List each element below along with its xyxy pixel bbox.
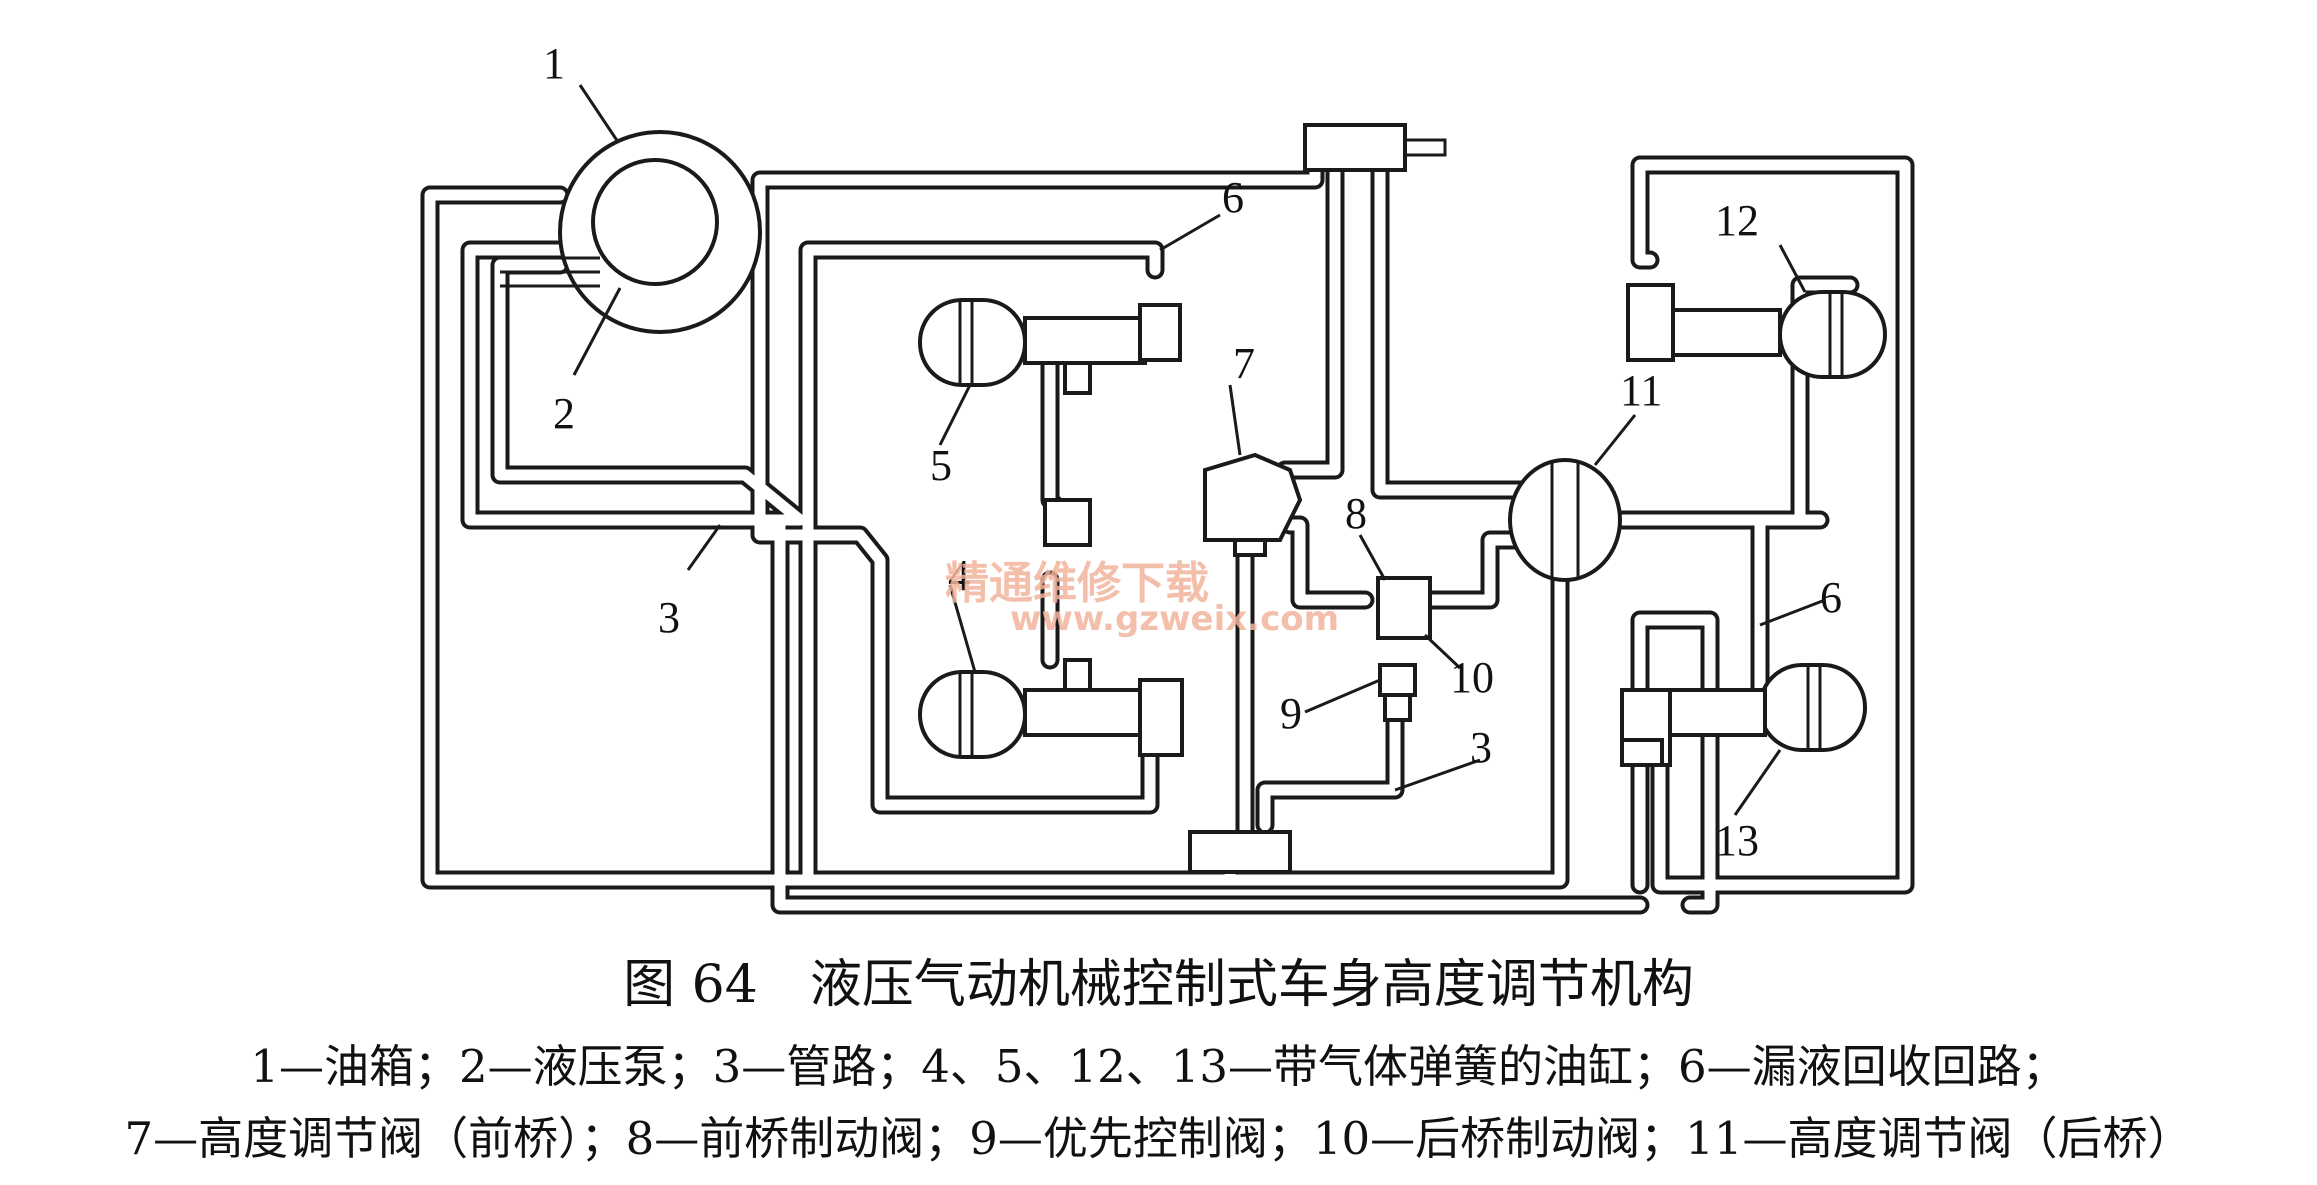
label-3-left: 3	[658, 593, 680, 642]
label-3-right: 3	[1470, 723, 1492, 772]
watermark-text: 精通维修下载	[945, 558, 1209, 609]
label-5: 5	[930, 441, 952, 490]
legend-line-2: 7—高度调节阀（前桥）；8—前桥制动阀；9—优先控制阀；10—后桥制动阀；11—…	[124, 1112, 2193, 1165]
callout-labels: 1 2 3 4 5 6 7 8 9 10 3 11 12 6 13	[543, 39, 1842, 865]
label-6-right: 6	[1820, 573, 1842, 622]
legend-line-1: 1—油箱；2—液压泵；3—管路；4、5、12、13—带气体弹簧的油缸；6—漏液回…	[250, 1040, 2067, 1093]
pipe-network	[420, 130, 1915, 915]
front-junction-block	[1043, 498, 1092, 547]
watermark: 精通维修下载 www.gzweix.com	[945, 558, 1339, 639]
height-valve-rear-11	[1508, 458, 1622, 582]
label-7: 7	[1233, 339, 1255, 388]
watermark-url: www.gzweix.com	[1010, 599, 1339, 639]
leader-lines	[572, 84, 1826, 816]
rear-left-fitting	[1620, 738, 1664, 767]
leak-return-fitting-4	[1138, 678, 1184, 757]
hydraulic-pump	[591, 158, 719, 286]
label-11: 11	[1620, 366, 1662, 415]
cylinder-5	[918, 298, 1182, 395]
leak-return-fitting-5	[1138, 303, 1182, 362]
bottom-distributor	[1188, 830, 1292, 874]
oil-tank	[500, 130, 762, 334]
label-8: 8	[1345, 489, 1367, 538]
top-distributor	[1303, 123, 1407, 172]
label-9: 9	[1280, 689, 1302, 738]
label-10: 10	[1450, 653, 1494, 702]
pipe-outlet-tee	[1395, 138, 1447, 157]
label-12: 12	[1715, 196, 1759, 245]
figure-title: 图 64 液压气动机械控制式车身高度调节机构	[623, 955, 1694, 1015]
cylinder-4	[918, 658, 1184, 759]
height-valve-front-7	[1203, 452, 1303, 557]
priority-valve-9	[1378, 663, 1417, 722]
label-13: 13	[1715, 816, 1759, 865]
cylinder-12	[1626, 283, 1887, 379]
label-4: 4	[948, 551, 970, 600]
brake-valve-front-8	[1376, 576, 1432, 640]
label-2: 2	[553, 389, 575, 438]
label-6-top: 6	[1222, 173, 1244, 222]
label-1: 1	[543, 39, 565, 88]
